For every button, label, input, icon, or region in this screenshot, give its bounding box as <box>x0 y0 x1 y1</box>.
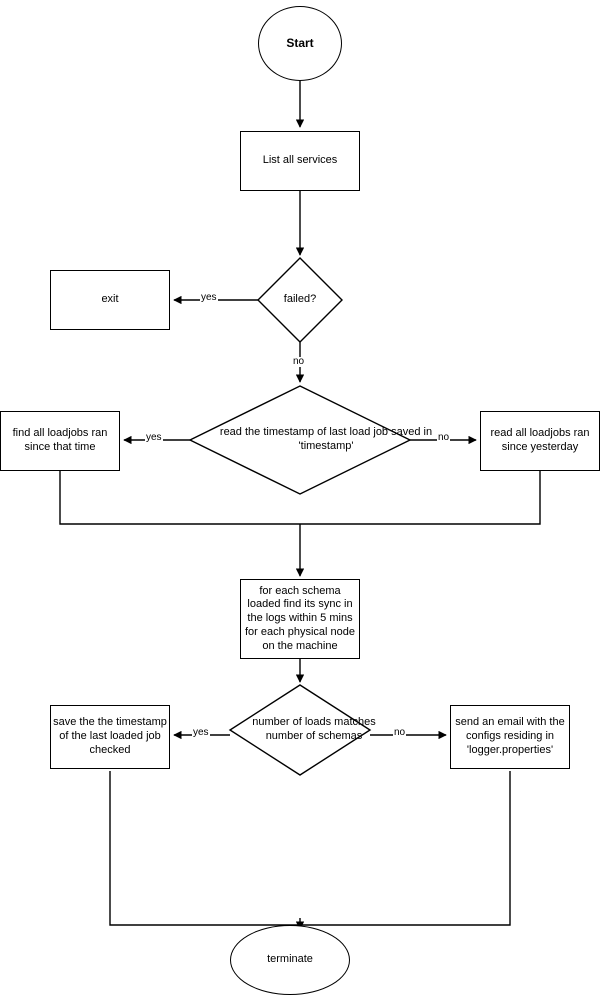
node-read-timestamp-decision[interactable]: read the timestamp of last load job save… <box>188 385 432 495</box>
edge-label-timestamp-no: no <box>437 432 451 443</box>
edge-save-to-terminate <box>109 771 300 926</box>
node-list-all-services-label: List all services <box>262 154 338 167</box>
node-exit[interactable]: exit <box>50 270 170 330</box>
edge-email-to-terminate <box>300 771 511 926</box>
edge-find-merge <box>59 471 300 525</box>
edge-label-loads-yes: yes <box>192 727 210 738</box>
node-save-timestamp[interactable]: save the the timestamp of the last loade… <box>50 705 170 769</box>
node-read-loadjobs-yesterday[interactable]: read all loadjobs ran since yesterday <box>480 411 600 471</box>
node-find-loadjobs-since-time[interactable]: find all loadjobs ran since that time <box>0 411 120 471</box>
node-read-loadjobs-yesterday-label: read all loadjobs ran since yesterday <box>490 427 590 453</box>
node-list-all-services[interactable]: List all services <box>240 131 360 191</box>
node-exit-label: exit <box>101 293 119 306</box>
node-start-label: Start <box>286 36 314 50</box>
node-for-each-schema[interactable]: for each schema loaded find its sync in … <box>240 579 360 659</box>
node-start[interactable]: Start <box>258 6 342 81</box>
edge-label-failed-no: no <box>292 356 306 367</box>
node-loads-match-decision[interactable]: number of loads matches number of schema… <box>228 684 376 776</box>
node-send-email[interactable]: send an email with the configs residing … <box>450 705 570 769</box>
edge-label-timestamp-yes: yes <box>145 432 163 443</box>
node-send-email-label: send an email with the configs residing … <box>455 716 565 756</box>
node-for-each-schema-label: for each schema loaded find its sync in … <box>244 584 356 652</box>
edge-read-merge <box>300 471 541 525</box>
node-find-loadjobs-since-time-label: find all loadjobs ran since that time <box>12 427 108 453</box>
edge-label-loads-no: no <box>393 727 407 738</box>
node-terminate-label: terminate <box>267 953 313 966</box>
edge-label-failed-yes: yes <box>200 292 218 303</box>
node-save-timestamp-label: save the the timestamp of the last loade… <box>53 716 167 756</box>
node-terminate[interactable]: terminate <box>230 925 350 995</box>
node-failed-decision[interactable]: failed? <box>257 257 343 343</box>
